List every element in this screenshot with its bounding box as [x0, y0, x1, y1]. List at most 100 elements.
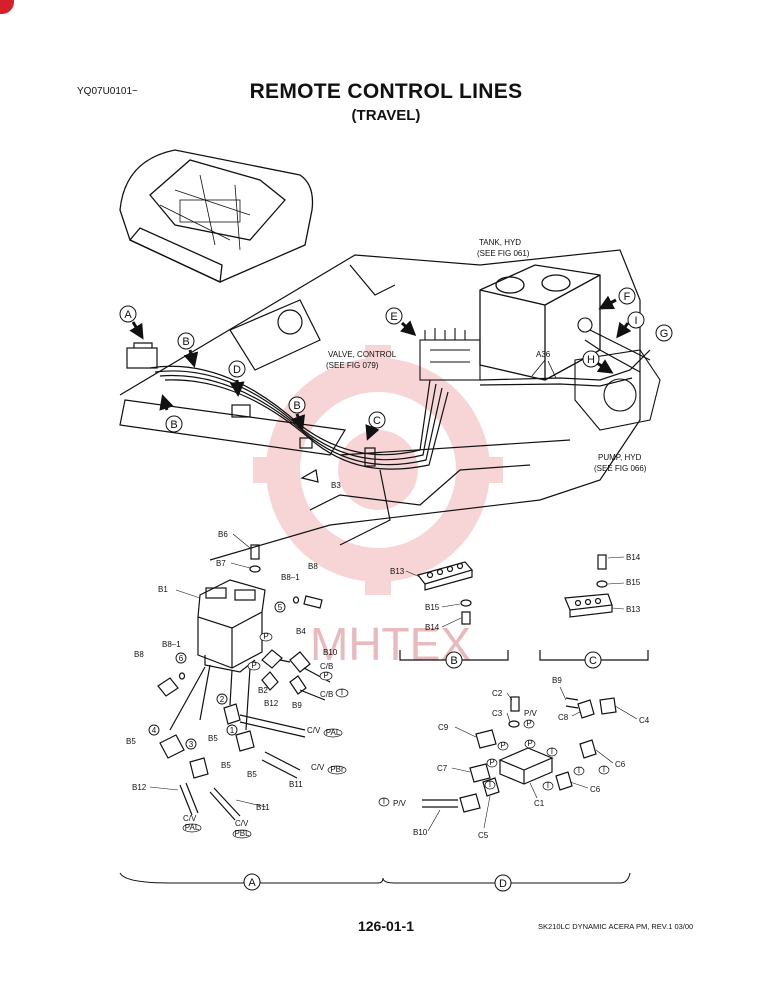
label-b15-c: B15	[626, 578, 641, 587]
tag-p-3: P	[323, 671, 328, 680]
label-b1: B1	[158, 585, 168, 594]
hydraulic-tank	[479, 264, 601, 381]
section-a-label: A	[248, 877, 256, 889]
label-c5: C5	[478, 831, 489, 840]
tag-pbl: PBL	[234, 829, 250, 838]
tag-pbr: PBr	[330, 765, 344, 774]
callout-c-label: C	[373, 415, 381, 427]
label-b14-b: B14	[425, 623, 440, 632]
label-c6-right: C6	[615, 760, 626, 769]
section-d-marker	[494, 874, 512, 892]
label-b12-upper: B12	[264, 699, 279, 708]
circle-5: 5	[278, 603, 283, 612]
document-code: YQ07U0101~	[77, 86, 138, 97]
circle-3: 3	[189, 740, 194, 749]
section-c-label: C	[589, 655, 597, 667]
detail-b-leaders	[405, 570, 462, 628]
tag-pal-2: PAL	[185, 823, 200, 832]
page-title: REMOTE CONTROL LINES	[249, 80, 523, 103]
a36-label: A36	[536, 350, 551, 359]
label-b13-c: B13	[626, 605, 641, 614]
pump-note-line1: PUMP, HYD	[598, 453, 642, 462]
callout-a	[119, 305, 137, 323]
tag-d-p-1: P	[526, 719, 531, 728]
pump-note-line2: (SEE FIG 066)	[594, 464, 647, 473]
a36-leader	[531, 359, 557, 379]
callout-b-1	[177, 332, 195, 350]
callout-b3-label: B	[293, 400, 300, 412]
callout-d-label: D	[233, 364, 241, 376]
callout-e	[385, 307, 403, 325]
label-c1: C1	[534, 799, 545, 808]
hydraulic-pump	[574, 317, 661, 431]
detail-d-labels: B9 C2 C3 P/V C8 C4 C9 C7 C6 C6 C1 P/V B1…	[393, 676, 650, 840]
page-number: 126-01-1	[357, 918, 415, 934]
detail-a-labels: B6 B7 B8 B8–1 B1 B8–1 B8 B4 B10 C/B C/B …	[126, 530, 338, 828]
tank-note-line1: TANK, HYD	[479, 238, 521, 247]
overview-callouts	[119, 287, 673, 433]
tag-d-t-2: T	[488, 780, 493, 789]
valve-note-line1: VALVE, CONTROL	[328, 350, 397, 359]
circle-1: 1	[230, 726, 235, 735]
label-b8-1-top: B8–1	[281, 573, 300, 582]
label-c4: C4	[639, 716, 650, 725]
section-d-label: D	[499, 878, 507, 890]
callout-h	[582, 350, 600, 368]
detail-d-tags	[378, 719, 610, 807]
label-cv-pal-lower: C/V	[183, 814, 197, 823]
label-b4: B4	[296, 627, 306, 636]
section-c-marker	[584, 651, 602, 669]
label-cv-pbl: C/V	[235, 819, 249, 828]
valve-note-line2: (SEE FIG 079)	[326, 361, 379, 370]
detail-a-tag-text: P P P T PAL PBr PAL PBL	[185, 632, 345, 838]
detail-c-leaders	[607, 556, 625, 610]
section-brackets	[119, 872, 631, 884]
tag-d-p-4: P	[489, 758, 494, 767]
label-c8: C8	[558, 713, 569, 722]
label-b12-lower: B12	[132, 783, 147, 792]
overview-arrows	[129, 295, 632, 441]
tag-d-t-6: T	[577, 766, 582, 775]
callout-b-2	[165, 415, 183, 433]
callout-a-label: A	[124, 309, 132, 321]
detail-a-leaders	[149, 533, 267, 808]
tag-d-p-2: P	[500, 741, 505, 750]
machine-thumbnail	[119, 149, 314, 283]
label-c3: C3	[492, 709, 503, 718]
callout-c	[368, 411, 386, 429]
callout-d	[228, 360, 246, 378]
detail-a-drawing	[157, 544, 331, 821]
label-b5-right: B5	[221, 761, 231, 770]
callout-g-label: G	[660, 328, 669, 340]
tank-note-line2: (SEE FIG 061)	[477, 249, 530, 258]
overview-notes: TANK, HYD (SEE FIG 061) VALVE, CONTROL (…	[326, 238, 647, 490]
tag-p-2: P	[251, 661, 256, 670]
tag-d-t-1: T	[550, 747, 555, 756]
callout-i-label: I	[634, 315, 637, 327]
tag-d-t-5: T	[602, 765, 607, 774]
section-b-label: B	[450, 655, 457, 667]
label-c6-lower: C6	[590, 785, 601, 794]
label-cv-pal-upper: C/V	[307, 726, 321, 735]
detail-d-drawing	[422, 696, 617, 813]
label-b9-d: B9	[552, 676, 562, 685]
label-b15-b: B15	[425, 603, 440, 612]
label-b11-lower: B11	[256, 803, 270, 812]
label-b8-left: B8	[134, 650, 144, 659]
callout-b-3	[288, 396, 306, 414]
label-pv-upper: P/V	[524, 709, 538, 718]
page-subtitle: (TRAVEL)	[351, 107, 421, 124]
tag-d-t-3: T	[546, 781, 551, 790]
section-b-marker	[445, 651, 463, 669]
callout-h-label: H	[587, 354, 595, 366]
label-b9: B9	[292, 701, 302, 710]
tag-d-p-3: P	[527, 739, 532, 748]
label-b6: B6	[218, 530, 228, 539]
callout-f-label: F	[624, 291, 631, 303]
label-b10: B10	[323, 648, 338, 657]
callout-f	[618, 287, 636, 305]
label-c2: C2	[492, 689, 503, 698]
label-c9: C9	[438, 723, 449, 732]
detail-d-tag-text: P P P P T T T T T T	[382, 719, 607, 806]
